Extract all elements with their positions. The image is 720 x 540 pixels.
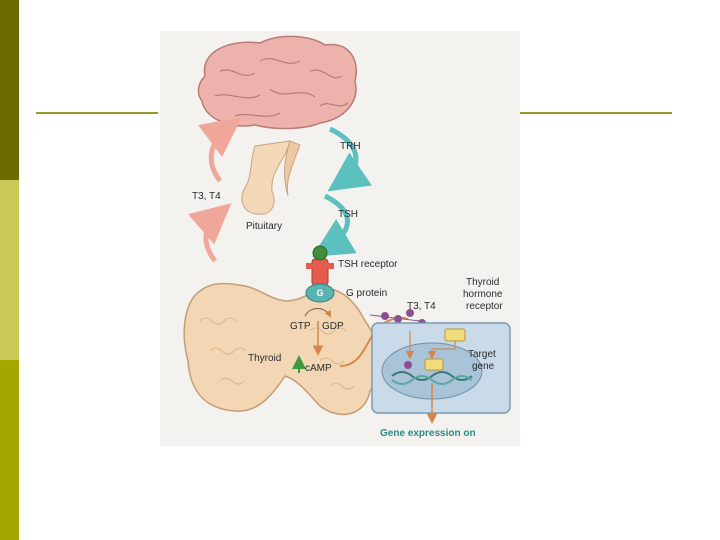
g-protein-label: G protein (346, 288, 387, 299)
g-protein-illustration: G (306, 284, 334, 302)
t3-t4-feedback-label: T3, T4 (192, 191, 221, 202)
tsh-receptor-illustration (306, 246, 334, 285)
tsh-arrow (325, 196, 348, 249)
thyroid-receptor-label-line3: receptor (466, 301, 503, 312)
title-rule-left (36, 112, 158, 114)
gdp-label: GDP (322, 321, 344, 332)
thyroid-gland-illustration (184, 284, 379, 415)
target-cell-illustration (372, 323, 510, 421)
t3-t4-cell-label: T3, T4 (407, 301, 436, 312)
accent-band-top (0, 0, 19, 180)
brain-illustration (198, 36, 356, 128)
title-rule-right (520, 112, 672, 114)
thyroid-label: Thyroid (248, 353, 281, 364)
feedback-arrow-upper (211, 126, 230, 181)
tsh-receptor-label: TSH receptor (338, 259, 398, 270)
accent-band-bottom (0, 360, 19, 540)
gene-expression-label: Gene expression on (380, 428, 476, 439)
tsh-label: TSH (338, 209, 358, 220)
thyroid-receptor-label-line2: hormone (463, 289, 503, 300)
thyroid-receptor-label-line1: Thyroid (466, 277, 499, 288)
target-gene-label-line1: Target (468, 349, 496, 360)
gtp-label: GTP (290, 321, 311, 332)
accent-band-middle (0, 180, 19, 360)
feedback-arrow-lower (206, 213, 220, 261)
camp-label: cAMP (305, 363, 332, 374)
target-gene-label-line2: gene (472, 361, 495, 372)
g-protein-glyph: G (316, 288, 323, 298)
trh-arrow (330, 129, 356, 183)
figure-canvas: G TR (160, 31, 520, 446)
trh-label: TRH (340, 141, 361, 152)
thyroid-axis-figure: G TR (160, 31, 520, 446)
pituitary-illustration (242, 141, 300, 214)
pituitary-label: Pituitary (246, 221, 282, 232)
